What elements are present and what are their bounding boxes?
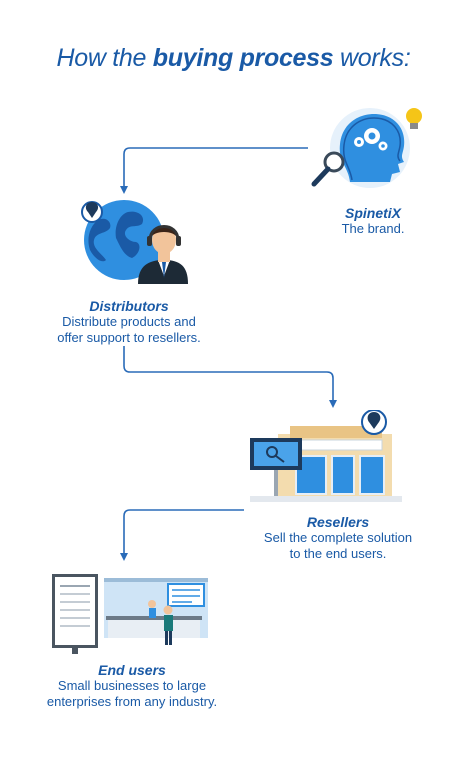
step-desc-line: The brand. [341,221,405,236]
step-desc-line: offer support to resellers. [57,330,201,345]
step-distributors: Distributors Distribute products and off… [44,298,214,346]
step-spinetix: SpinetiX The brand. [318,205,428,237]
step-desc-line: Distribute products and [62,314,196,329]
step-desc-line: enterprises from any industry. [46,694,218,709]
globe-agent-icon [81,200,188,284]
step-desc-line: Sell the complete solution [263,530,413,545]
step-end-users: End users Small businesses to large ente… [30,662,234,710]
arrow-resellers-to-endusers [120,509,244,561]
step-desc-line: to the end users. [289,546,387,561]
arrow-brand-to-distributors [120,147,308,194]
step-title: Distributors [89,298,169,314]
arrow-distributors-to-resellers [123,346,337,408]
step-desc-line: Small businesses to large [57,678,207,693]
office-icon [52,574,208,654]
title-prefix: How the [56,44,147,72]
page-title: How the buying process works: [0,44,467,73]
title-bold: buying process [152,44,334,72]
store-icon [250,410,402,502]
step-title: Resellers [306,514,370,530]
step-title: End users [98,662,166,678]
step-resellers: Resellers Sell the complete solution to … [250,514,426,562]
title-suffix: works: [340,44,411,72]
brain-gears-icon [311,108,422,188]
step-title: SpinetiX [344,205,401,221]
